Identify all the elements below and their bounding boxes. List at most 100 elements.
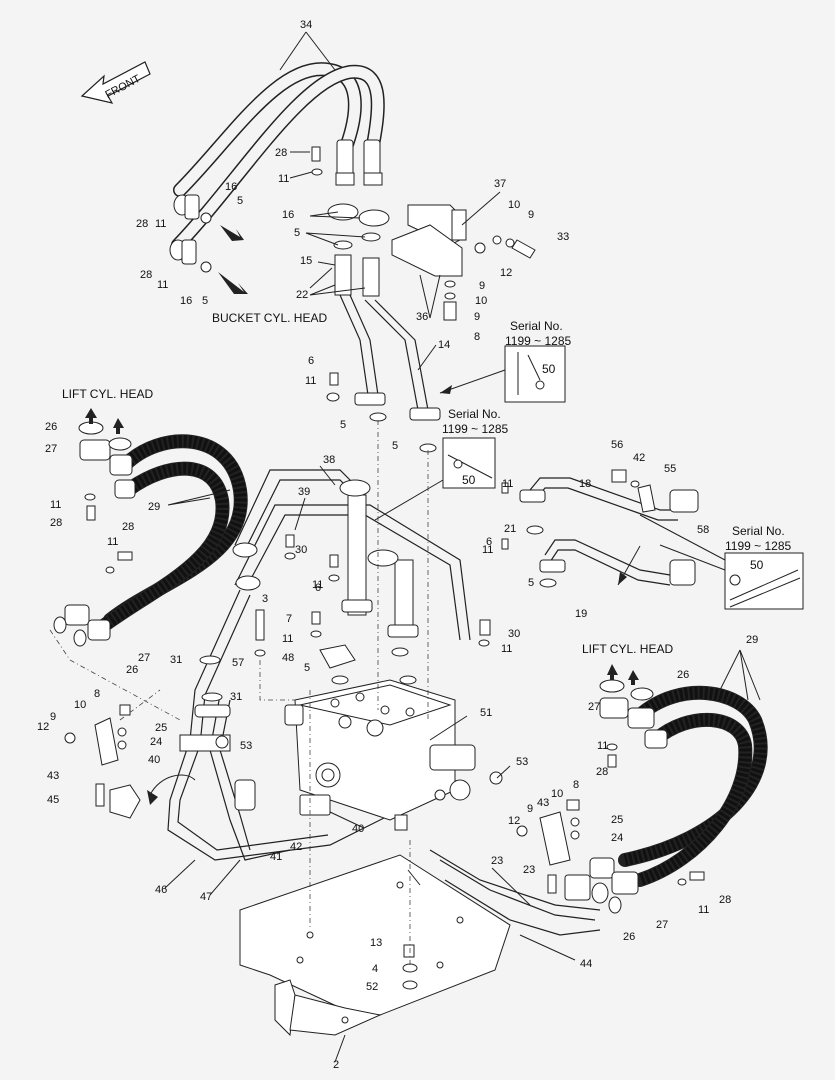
callout: 5	[340, 419, 346, 431]
callout: 10	[551, 788, 563, 800]
split-flange	[181, 239, 197, 265]
hose-fitting	[363, 139, 381, 177]
callout: 9	[527, 803, 533, 815]
serial-range: 1199 ~ 1285	[725, 539, 792, 553]
callout: 21	[504, 523, 516, 535]
callout: 11	[155, 218, 166, 230]
callout: 44	[580, 958, 592, 970]
split-flange	[184, 194, 200, 220]
callout: 48	[282, 652, 294, 664]
serial-part: 50	[462, 473, 476, 487]
callout: 10	[475, 295, 487, 307]
pipe-elbow	[362, 257, 380, 297]
direction-arrow	[218, 272, 248, 294]
callout: 29	[148, 501, 160, 513]
bucket-pipes	[326, 294, 441, 453]
callout: 16	[180, 295, 192, 307]
bucket-hoses	[169, 62, 385, 294]
callout: 28	[50, 517, 62, 529]
callout: 43	[47, 770, 59, 782]
callout: 4	[372, 963, 378, 975]
callout-numbers: 34 28 11 16 5 28 11 28 11 16 5 16 5 15 2…	[37, 19, 758, 1071]
callout: 11	[107, 536, 118, 548]
callout: 36	[416, 311, 428, 323]
base-plate	[239, 854, 511, 1037]
callout: 43	[537, 797, 549, 809]
right-lift-hoses	[589, 664, 768, 914]
callout: 5	[304, 662, 310, 674]
serial-part: 50	[750, 558, 764, 572]
callout: 25	[611, 814, 623, 826]
callout: 16	[225, 181, 237, 193]
callout: 8	[94, 688, 100, 700]
callout: 2	[333, 1059, 339, 1071]
callout: 11	[501, 643, 512, 655]
lift-pipes	[95, 469, 471, 861]
callout: 27	[45, 443, 57, 455]
callout: 30	[508, 628, 520, 640]
callout: 28	[122, 521, 134, 533]
callout: 9	[479, 280, 485, 292]
right-bracket-assembly	[64, 704, 601, 936]
valve-feed-pipes	[254, 479, 419, 685]
callout: 11	[597, 740, 608, 752]
callout: 31	[170, 654, 182, 666]
callout: 42	[633, 452, 645, 464]
callout: 8	[474, 331, 480, 343]
callout: 16	[282, 209, 294, 221]
direction-arrow	[220, 225, 244, 241]
callout: 52	[366, 981, 378, 993]
callout: 11	[282, 633, 293, 645]
callout: 38	[323, 454, 335, 466]
callout: 5	[294, 227, 300, 239]
callout: 23	[491, 855, 503, 867]
callout: 31	[230, 691, 242, 703]
callout: 53	[516, 756, 528, 768]
callout: 11	[305, 375, 316, 387]
callout: 23	[523, 864, 535, 876]
bracket-assembly	[391, 204, 536, 321]
callout: 28	[596, 766, 608, 778]
callout: 47	[200, 891, 212, 903]
serial-title: Serial No.	[448, 407, 501, 421]
callout: 39	[298, 486, 310, 498]
callout: 56	[611, 439, 623, 451]
callout: 28	[275, 147, 287, 159]
callout: 14	[438, 339, 450, 351]
callout: 11	[502, 478, 513, 490]
o-ring	[200, 212, 212, 224]
serial-title: Serial No.	[510, 319, 563, 333]
callout: 34	[300, 19, 312, 31]
hose-nut	[363, 172, 383, 186]
bolt	[311, 146, 321, 162]
callout: 30	[295, 544, 307, 556]
callout: 28	[719, 894, 731, 906]
callout: 24	[150, 736, 162, 748]
callout: 15	[300, 255, 312, 267]
callout: 11	[157, 279, 168, 291]
serial-part: 50	[542, 362, 556, 376]
callout: 5	[202, 295, 208, 307]
callout: 19	[575, 608, 587, 620]
callout: 28	[140, 269, 152, 281]
washer	[311, 168, 323, 176]
serial-range: 1199 ~ 1285	[505, 334, 572, 348]
callout: 13	[370, 937, 382, 949]
callout: 6	[308, 355, 314, 367]
callout: 26	[45, 421, 57, 433]
control-valve	[215, 679, 503, 831]
serial-note-box-2: Serial No. 1199 ~ 1285 50	[374, 407, 509, 521]
callout: 25	[155, 722, 167, 734]
callout: 24	[611, 832, 623, 844]
callout: 7	[286, 613, 292, 625]
right-pipes	[478, 469, 699, 647]
serial-note-box-3: Serial No. 1199 ~ 1285 50	[639, 514, 804, 610]
callout: 5	[237, 195, 243, 207]
front-arrow: FRONT	[80, 61, 151, 104]
callout: 27	[656, 919, 668, 931]
callout: 46	[155, 884, 167, 896]
callout: 28	[136, 218, 148, 230]
callout: 5	[528, 577, 534, 589]
callout: 33	[557, 231, 569, 243]
